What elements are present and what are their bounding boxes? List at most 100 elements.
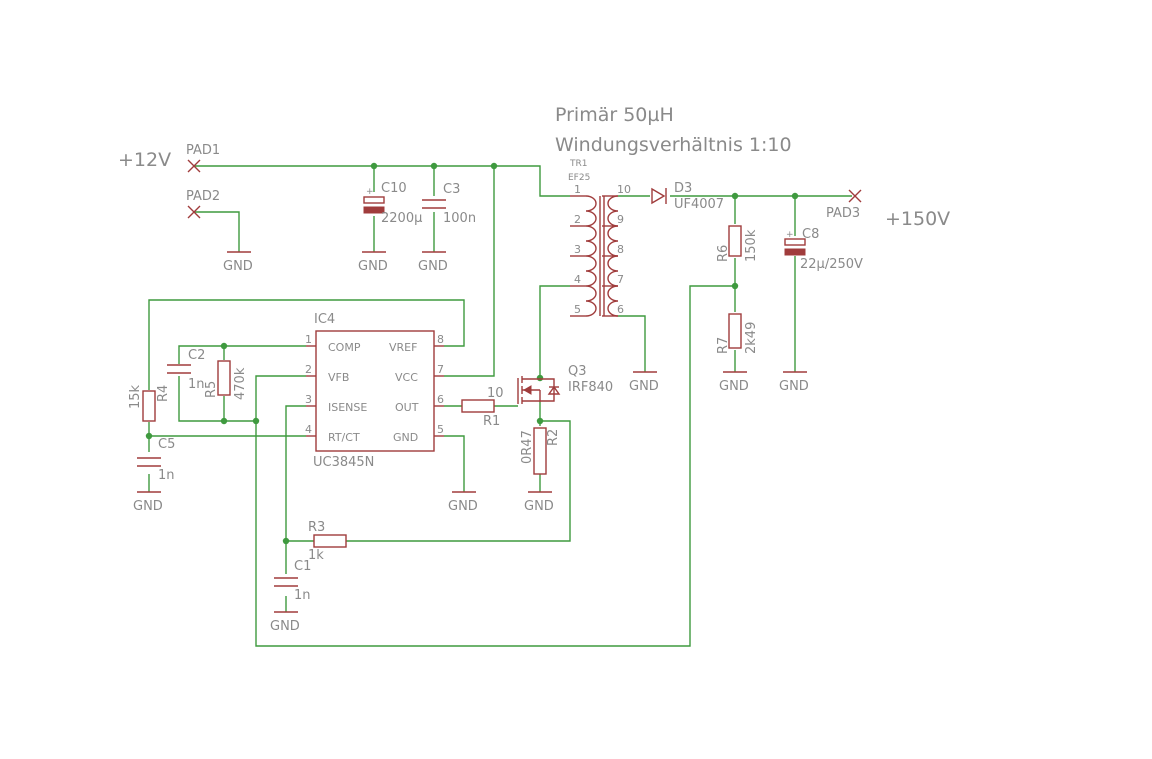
- svg-text:GND: GND: [779, 379, 809, 394]
- svg-text:7: 7: [617, 273, 624, 286]
- r4-value: 15k: [128, 384, 143, 409]
- pad1-label: PAD1: [186, 143, 220, 158]
- c2-value: 1n: [188, 377, 205, 392]
- gnd-c1: GND: [270, 611, 300, 634]
- svg-text:6: 6: [437, 393, 444, 406]
- q3-name: Q3: [568, 364, 587, 379]
- pin-out: OUT: [395, 401, 419, 414]
- junctions: [145, 162, 799, 545]
- resistor-r7: R7 2k49: [716, 313, 759, 354]
- diode-d3: D3 UF4007: [651, 181, 724, 212]
- tr1-name: TR1: [569, 159, 587, 169]
- capacitor-c2: C2 1n: [167, 348, 205, 392]
- resistor-r5: R5 470k: [204, 360, 248, 400]
- svg-text:GND: GND: [358, 259, 388, 274]
- pad3-label: PAD3: [826, 206, 860, 221]
- svg-text:8: 8: [617, 243, 624, 256]
- capacitor-c1: C1 1n: [274, 559, 311, 603]
- capacitor-c3: C3 100n: [422, 182, 476, 226]
- svg-text:3: 3: [574, 243, 581, 256]
- r1-value: 10: [487, 386, 504, 401]
- r6-name: R6: [716, 245, 731, 262]
- gnd-c5: GND: [133, 491, 163, 514]
- pin-vcc: VCC: [395, 371, 418, 384]
- svg-text:+: +: [366, 187, 374, 197]
- gnd-pad2: GND: [223, 251, 253, 274]
- pad2: PAD2: [186, 189, 220, 219]
- gnd-symbols: GND GND GND GND GND GND GND GND GND GND: [133, 251, 809, 634]
- capacitor-c10: + C10 2200µ: [363, 181, 422, 226]
- pin-gnd: GND: [393, 431, 418, 444]
- pad1: PAD1: [186, 143, 220, 173]
- c5-name: C5: [158, 437, 175, 452]
- title-ratio: Windungsverhältnis 1:10: [555, 134, 792, 156]
- r5-name: R5: [204, 381, 219, 398]
- c2-name: C2: [188, 348, 205, 363]
- svg-text:9: 9: [617, 213, 624, 226]
- r1-name: R1: [483, 414, 500, 429]
- pin-rtct: RT/CT: [328, 431, 360, 444]
- svg-text:2: 2: [574, 213, 581, 226]
- mosfet-q3: Q3 IRF840: [517, 364, 613, 404]
- c10-value: 2200µ: [381, 211, 422, 226]
- svg-text:GND: GND: [719, 379, 749, 394]
- svg-text:1: 1: [574, 183, 581, 196]
- c3-value: 100n: [443, 211, 476, 226]
- supply-in-label: +12V: [118, 149, 171, 171]
- pin-vfb: VFB: [328, 371, 349, 384]
- ic4-uc3845n: IC4 UC3845N 1 2 3 4 COMP VFB ISENSE RT/C…: [305, 312, 444, 470]
- capacitor-c5: C5 1n: [137, 437, 175, 483]
- ic4-value: UC3845N: [313, 455, 374, 470]
- pin-isense: ISENSE: [328, 401, 367, 414]
- svg-text:10: 10: [617, 183, 631, 196]
- svg-text:8: 8: [437, 333, 444, 346]
- capacitor-c8: + C8 22µ/250V: [784, 227, 863, 272]
- tr1-core: EF25: [568, 173, 590, 183]
- svg-text:6: 6: [617, 303, 624, 316]
- svg-text:4: 4: [574, 273, 581, 286]
- gnd-r2: GND: [524, 491, 554, 514]
- c10-name: C10: [381, 181, 407, 196]
- resistor-r1: 10 R1: [461, 386, 504, 429]
- q3-value: IRF840: [568, 380, 613, 395]
- svg-text:GND: GND: [629, 379, 659, 394]
- r7-name: R7: [716, 337, 731, 354]
- d3-name: D3: [674, 181, 692, 196]
- c3-name: C3: [443, 182, 460, 197]
- svg-text:7: 7: [437, 363, 444, 376]
- resistor-r6: R6 150k: [716, 225, 759, 262]
- c1-name: C1: [294, 559, 311, 574]
- svg-text:GND: GND: [270, 619, 300, 634]
- pad3: PAD3: [826, 189, 862, 221]
- svg-text:1: 1: [305, 333, 312, 346]
- wires: [148, 165, 852, 647]
- title-primary: Primär 50µH: [555, 104, 674, 126]
- svg-text:GND: GND: [524, 499, 554, 514]
- svg-text:2: 2: [305, 363, 312, 376]
- c8-name: C8: [802, 227, 819, 242]
- r3-value: 1k: [308, 548, 324, 563]
- gnd-c10: GND: [358, 251, 388, 274]
- r7-value: 2k49: [744, 322, 759, 354]
- gnd-c8: GND: [779, 371, 809, 394]
- c1-value: 1n: [294, 588, 311, 603]
- r2-value: 0R47: [520, 430, 535, 464]
- resistor-r2: 0R47 R2: [520, 427, 561, 475]
- r6-value: 150k: [744, 229, 759, 262]
- gnd-r7: GND: [719, 371, 749, 394]
- gnd-tr1: GND: [629, 371, 659, 394]
- pin-comp: COMP: [328, 341, 361, 354]
- svg-text:GND: GND: [448, 499, 478, 514]
- svg-text:GND: GND: [418, 259, 448, 274]
- svg-text:4: 4: [305, 423, 312, 436]
- svg-text:+: +: [786, 230, 794, 240]
- svg-text:5: 5: [437, 423, 444, 436]
- supply-out-label: +150V: [885, 208, 950, 230]
- r5-value: 470k: [233, 367, 248, 400]
- resistor-r3: R3 1k: [308, 520, 347, 563]
- resistor-r4: 15k R4: [128, 384, 171, 422]
- c8-value: 22µ/250V: [800, 257, 863, 272]
- gnd-c3: GND: [418, 251, 448, 274]
- ic4-name: IC4: [314, 312, 335, 327]
